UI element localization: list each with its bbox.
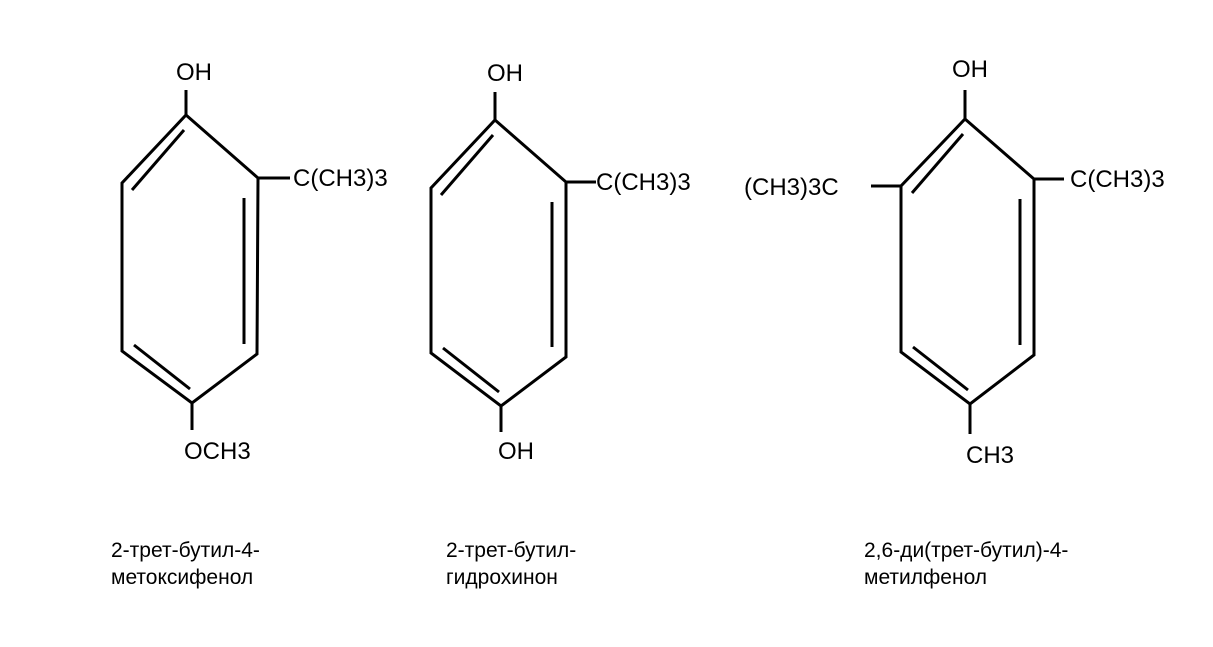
molecule-2-benzene-ring bbox=[429, 117, 568, 408]
molecule-3-double-bond-a bbox=[910, 133, 965, 194]
molecule-1-caption-line1: 2-трет-бутил-4- bbox=[111, 539, 260, 562]
molecule-3-benzene-ring bbox=[899, 116, 1036, 406]
molecule-2-double-bond-a bbox=[439, 134, 495, 196]
molecule-2-right-group: C(CH3)3 bbox=[596, 169, 691, 196]
molecule-1: OH C(CH3)3 OCH3 2-трет-бутил-4- метоксиф… bbox=[111, 59, 388, 589]
molecule-3-right-group: C(CH3)3 bbox=[1070, 166, 1165, 193]
molecule-1-top-group: OH bbox=[176, 59, 212, 86]
molecule-3-double-bond-c bbox=[912, 345, 969, 392]
molecule-3-caption-line2: метилфенол bbox=[864, 566, 987, 589]
molecule-2-top-group: OH bbox=[487, 60, 523, 87]
molecule-1-double-bond-c bbox=[133, 343, 191, 391]
molecule-3: OH C(CH3)3 (CH3)3C CH3 2,6-ди(трет-бутил… bbox=[744, 56, 1165, 589]
molecule-3-top-group: OH bbox=[952, 56, 988, 83]
molecule-1-bottom-group: OCH3 bbox=[184, 438, 251, 465]
molecule-1-double-bond-a bbox=[130, 129, 186, 191]
molecule-1-benzene-ring bbox=[120, 112, 260, 405]
molecule-2-double-bond-c bbox=[442, 346, 500, 394]
molecule-2-caption-line2: гидрохинон bbox=[446, 566, 558, 589]
molecule-1-right-group: C(CH3)3 bbox=[293, 165, 388, 192]
molecule-2-bottom-group: OH bbox=[498, 438, 534, 465]
molecule-1-caption-line2: метоксифенол bbox=[111, 566, 253, 589]
molecule-3-left-group: (CH3)3C bbox=[744, 174, 839, 201]
molecule-3-caption-line1: 2,6-ди(трет-бутил)-4- bbox=[864, 539, 1068, 562]
molecule-2-caption-line1: 2-трет-бутил- bbox=[446, 539, 576, 562]
molecule-2: OH C(CH3)3 OH 2-трет-бутил- гидрохинон bbox=[429, 60, 691, 589]
molecule-3-bottom-group: CH3 bbox=[966, 442, 1014, 469]
